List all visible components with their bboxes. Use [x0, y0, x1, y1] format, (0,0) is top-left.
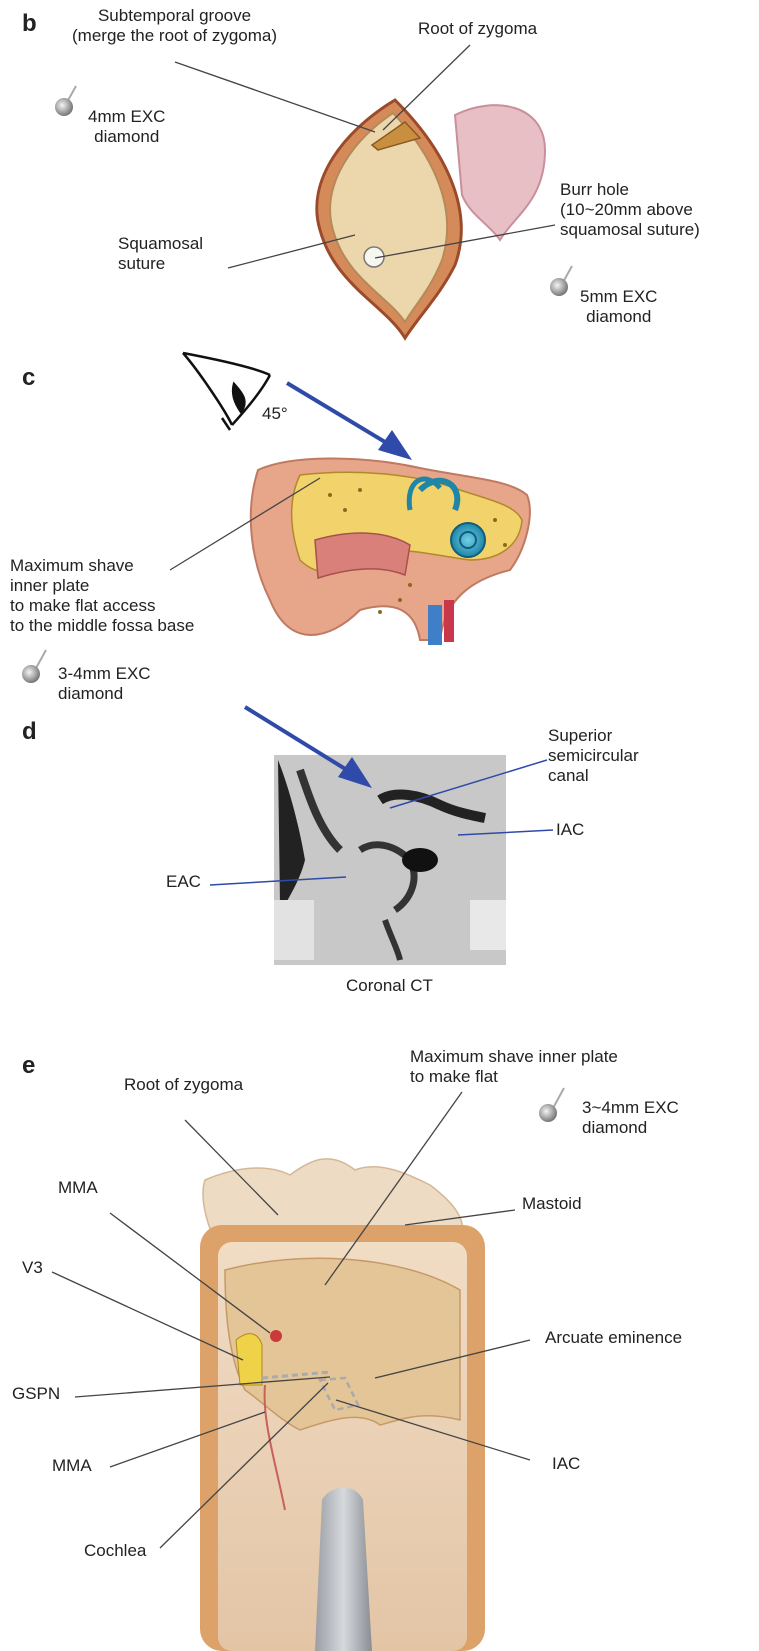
- drill-4mm-icon: [55, 86, 76, 116]
- label-cochlea: Cochlea: [84, 1541, 146, 1561]
- label-root-of-zygoma-b: Root of zygoma: [418, 19, 537, 39]
- panel-b-illustration: [55, 45, 572, 338]
- drill-5mm-icon: [550, 266, 572, 296]
- label-angle: 45°: [262, 404, 288, 424]
- label-root-of-zygoma-e: Root of zygoma: [124, 1075, 243, 1095]
- ear-shape: [455, 105, 545, 240]
- drill-3-4mm-icon: [22, 650, 46, 683]
- panel-d-illustration: [210, 707, 553, 965]
- label-mma-bottom: MMA: [52, 1456, 92, 1476]
- eye-icon: [183, 353, 270, 430]
- label-iac-e: IAC: [552, 1454, 580, 1474]
- panel-letter-d: d: [22, 718, 37, 746]
- label-squamosal-suture: Squamosal suture: [118, 234, 203, 274]
- panel-letter-b: b: [22, 10, 37, 38]
- label-drill-3-4mm-e: 3~4mm EXC diamond: [582, 1098, 679, 1138]
- panel-letter-c: c: [22, 364, 35, 392]
- label-subtemporal-groove: Subtemporal groove (merge the root of zy…: [72, 6, 277, 46]
- label-v3: V3: [22, 1258, 43, 1278]
- panel-e-illustration: [52, 1088, 564, 1651]
- label-mma-top: MMA: [58, 1178, 98, 1198]
- label-gspn: GSPN: [12, 1384, 60, 1404]
- label-burr-hole: Burr hole (10~20mm above squamosal sutur…: [560, 180, 700, 240]
- label-iac-d: IAC: [556, 820, 584, 840]
- label-drill-4mm: 4mm EXC diamond: [88, 107, 165, 147]
- label-mastoid: Mastoid: [522, 1194, 582, 1214]
- drill-3-4mm-e-icon: [539, 1088, 564, 1122]
- label-superior-canal: Superior semicircular canal: [548, 726, 639, 786]
- label-coronal-ct: Coronal CT: [346, 976, 433, 996]
- label-drill-3-4mm-c: 3-4mm EXC diamond: [58, 664, 151, 704]
- label-max-shave-e: Maximum shave inner plate to make flat: [410, 1047, 618, 1087]
- label-max-shave-c: Maximum shave inner plate to make flat a…: [10, 556, 194, 636]
- label-eac: EAC: [166, 872, 201, 892]
- retractor: [315, 1488, 372, 1651]
- label-drill-5mm: 5mm EXC diamond: [580, 287, 657, 327]
- label-arcuate-eminence: Arcuate eminence: [545, 1328, 682, 1348]
- panel-letter-e: e: [22, 1052, 35, 1080]
